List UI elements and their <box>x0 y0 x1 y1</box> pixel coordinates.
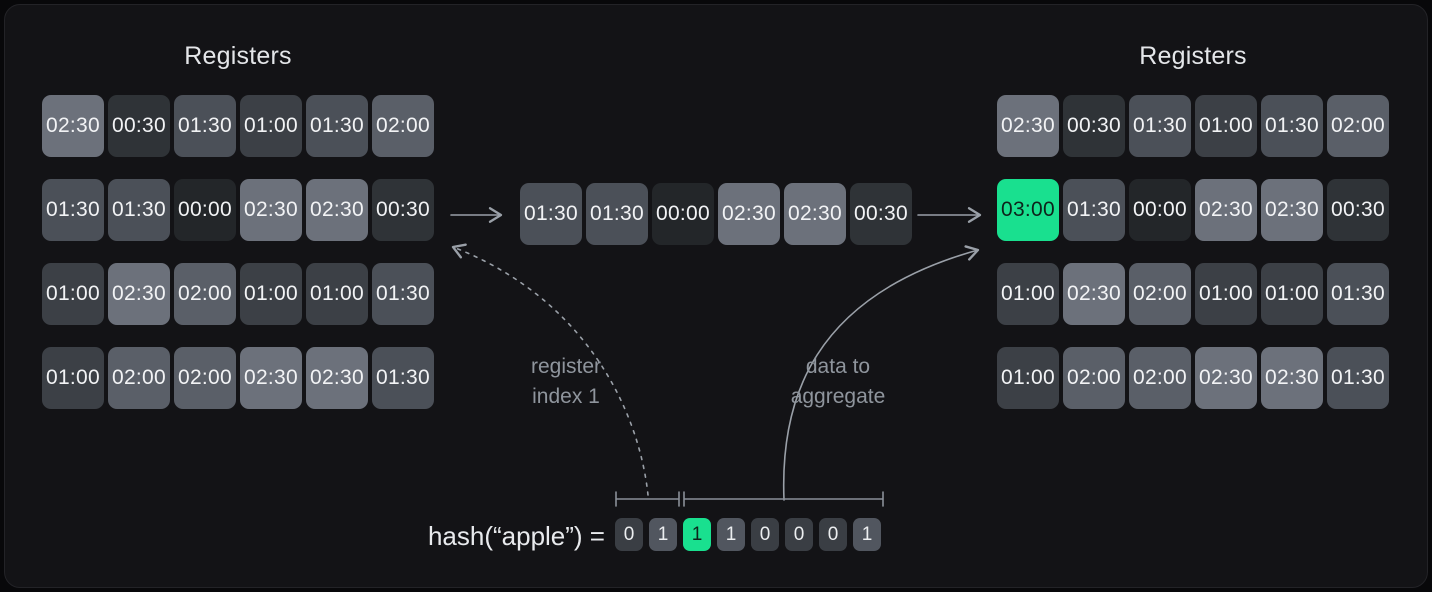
right-register-cell: 02:00 <box>1327 95 1389 157</box>
data-aggregate-label: data to aggregate <box>718 352 958 412</box>
left-register-cell: 02:30 <box>42 95 104 157</box>
left-register-cell: 00:30 <box>108 95 170 157</box>
left-register-cell: 02:30 <box>240 179 302 241</box>
register-index-label-line1: register <box>530 355 602 378</box>
right-register-cell: 01:00 <box>997 347 1059 409</box>
left-register-cell: 01:00 <box>306 263 368 325</box>
right-register-cell: 02:00 <box>1129 263 1191 325</box>
left-register-cell: 01:00 <box>42 347 104 409</box>
left-register-cell: 01:00 <box>240 95 302 157</box>
left-register-cell: 01:00 <box>240 263 302 325</box>
hash-bit: 0 <box>785 518 813 551</box>
right-register-cell: 01:30 <box>1063 179 1125 241</box>
left-register-cell: 02:00 <box>372 95 434 157</box>
right-register-cell: 00:00 <box>1129 179 1191 241</box>
right-register-cell: 01:00 <box>1195 95 1257 157</box>
right-register-cell: 03:00 <box>997 179 1059 241</box>
right-register-cell: 02:30 <box>997 95 1059 157</box>
data-aggregate-label-line2: aggregate <box>790 385 886 408</box>
right-register-cell: 01:30 <box>1129 95 1191 157</box>
right-register-cell: 00:30 <box>1063 95 1125 157</box>
right-register-cell: 01:30 <box>1327 263 1389 325</box>
hash-bit: 0 <box>615 518 643 551</box>
right-register-cell: 01:30 <box>1261 95 1323 157</box>
left-register-cell: 02:00 <box>174 347 236 409</box>
left-register-cell: 01:30 <box>372 347 434 409</box>
hash-bit: 0 <box>819 518 847 551</box>
right-register-cell: 00:30 <box>1327 179 1389 241</box>
right-register-cell: 01:00 <box>997 263 1059 325</box>
left-register-cell: 02:30 <box>306 179 368 241</box>
left-register-cell: 01:30 <box>306 95 368 157</box>
left-register-cell: 01:00 <box>42 263 104 325</box>
hash-bit: 1 <box>649 518 677 551</box>
right-register-cell: 01:30 <box>1327 347 1389 409</box>
right-register-cell: 02:30 <box>1261 179 1323 241</box>
selected-row-cell: 00:00 <box>652 183 714 245</box>
right-register-cell: 02:30 <box>1195 179 1257 241</box>
hash-bit: 0 <box>751 518 779 551</box>
right-register-cell: 02:30 <box>1063 263 1125 325</box>
register-index-label: register index 1 <box>446 352 686 412</box>
right-registers-title: Registers <box>1139 42 1247 70</box>
selected-row-cell: 00:30 <box>850 183 912 245</box>
hash-expression-text: hash(“apple”) = <box>427 521 605 551</box>
left-register-cell: 01:30 <box>174 95 236 157</box>
register-index-label-line2: index 1 <box>532 385 600 408</box>
right-register-cell: 02:30 <box>1195 347 1257 409</box>
left-register-cell: 02:00 <box>174 263 236 325</box>
right-register-cell: 01:00 <box>1195 263 1257 325</box>
right-register-cell: 02:30 <box>1261 347 1323 409</box>
left-registers-title: Registers <box>184 42 292 70</box>
data-aggregate-label-line1: data to <box>805 355 871 378</box>
selected-row-cell: 01:30 <box>586 183 648 245</box>
right-register-cell: 02:00 <box>1063 347 1125 409</box>
hash-bit: 1 <box>683 518 711 551</box>
left-register-cell: 01:30 <box>372 263 434 325</box>
hash-bit: 1 <box>853 518 881 551</box>
left-register-cell: 00:00 <box>174 179 236 241</box>
selected-row-cell: 02:30 <box>784 183 846 245</box>
left-register-cell: 00:30 <box>372 179 434 241</box>
left-register-cell: 02:00 <box>108 347 170 409</box>
left-register-cell: 02:30 <box>240 347 302 409</box>
left-register-cell: 02:30 <box>108 263 170 325</box>
left-register-cell: 01:30 <box>108 179 170 241</box>
left-register-cell: 02:30 <box>306 347 368 409</box>
hash-bit: 1 <box>717 518 745 551</box>
left-register-cell: 01:30 <box>42 179 104 241</box>
selected-row-cell: 01:30 <box>520 183 582 245</box>
right-register-cell: 01:00 <box>1261 263 1323 325</box>
right-register-cell: 02:00 <box>1129 347 1191 409</box>
selected-row-cell: 02:30 <box>718 183 780 245</box>
